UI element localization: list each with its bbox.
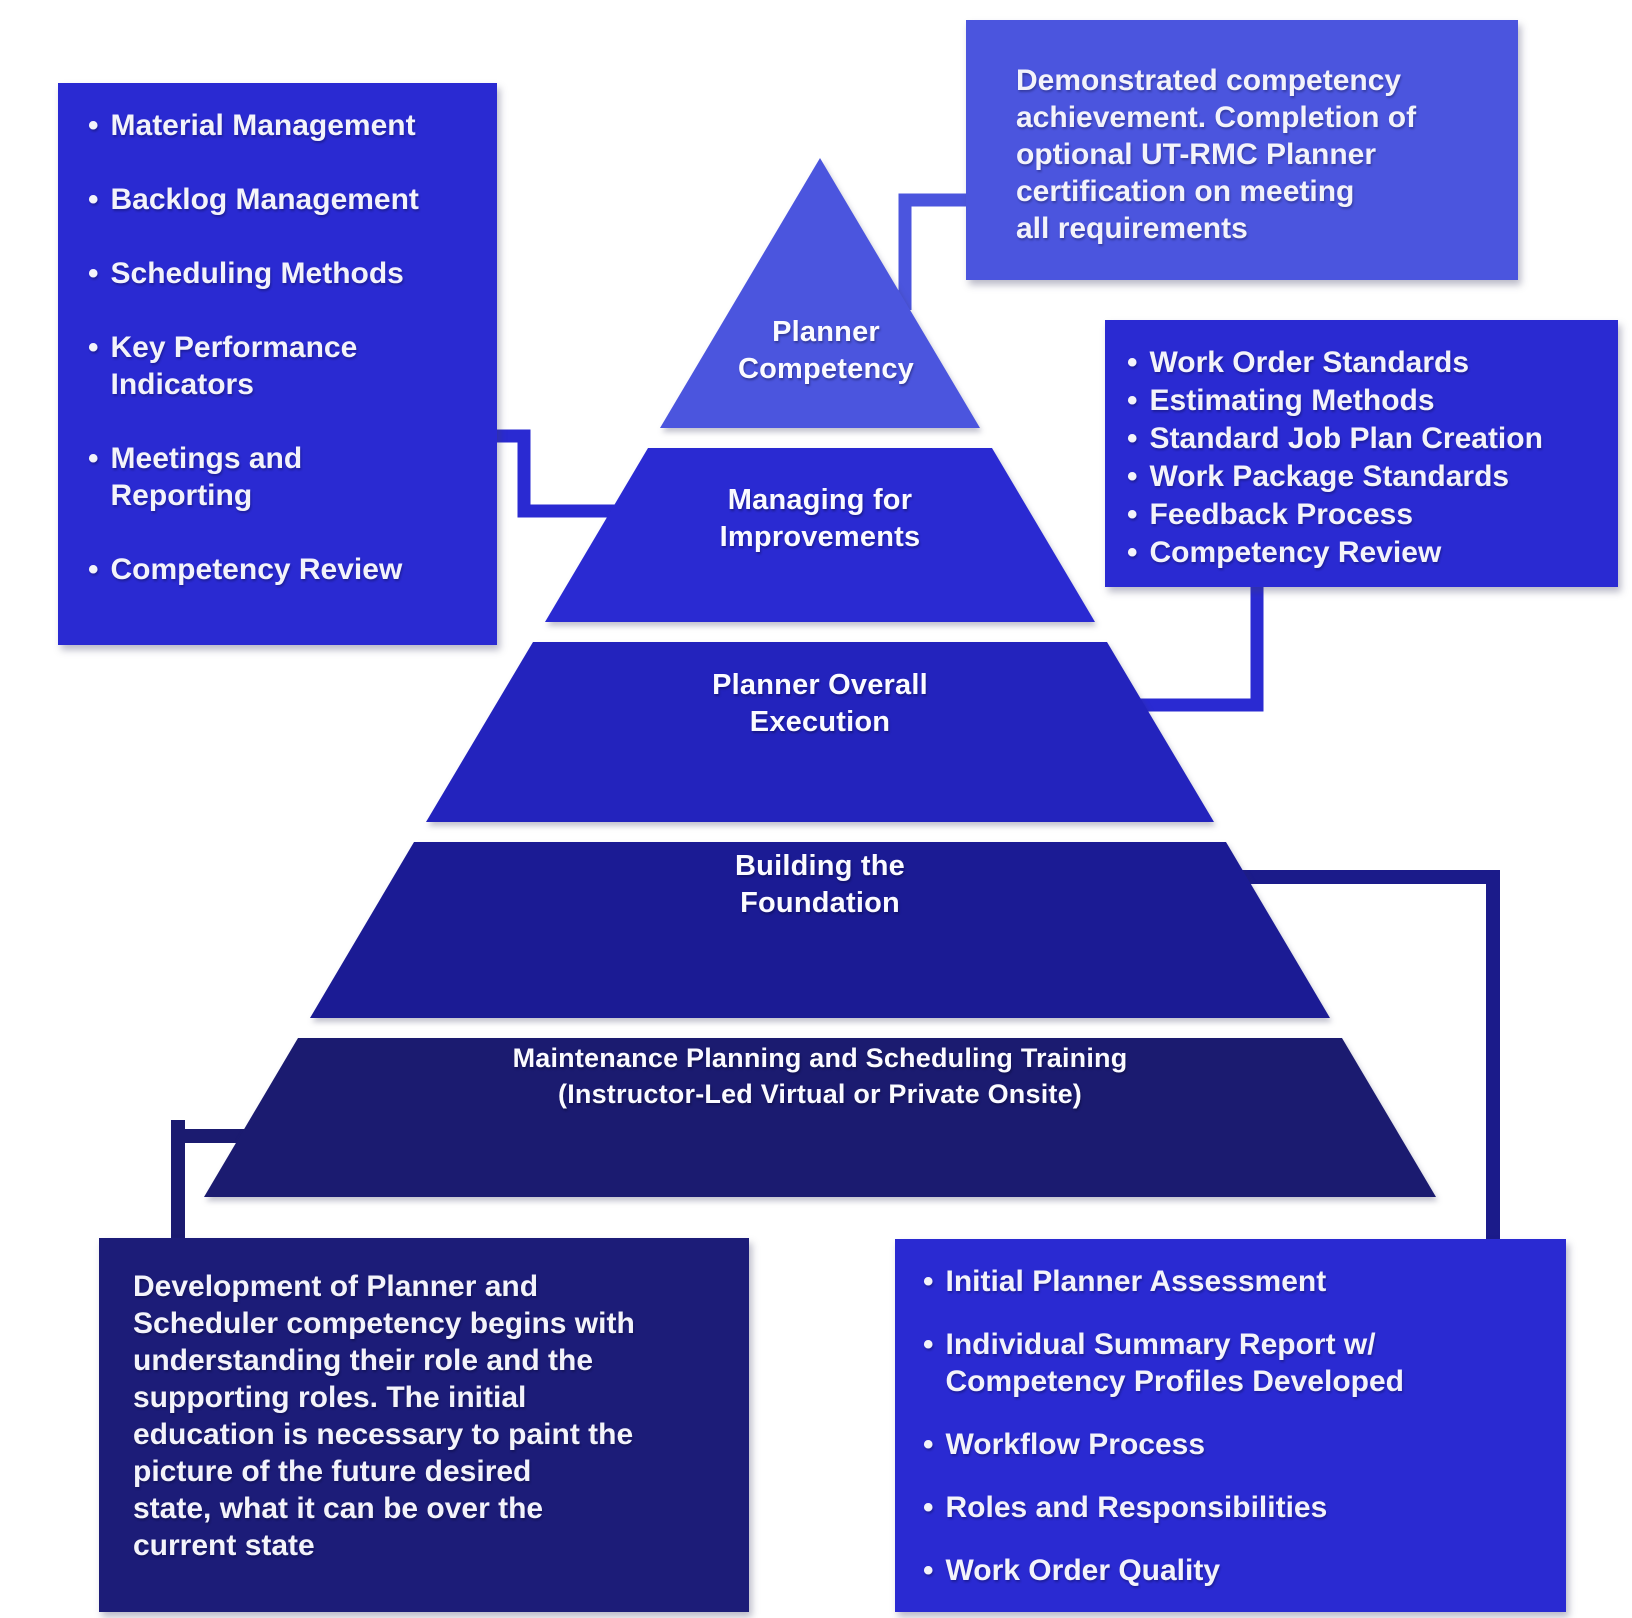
list-item-label: Standard Job Plan Creation bbox=[1149, 422, 1543, 455]
connector-top-right bbox=[898, 193, 968, 310]
list-item: • Competency Review bbox=[88, 551, 475, 588]
list-item: • Roles and Responsibilities bbox=[923, 1489, 1552, 1526]
bottom-left-description-box: Development of Planner and Scheduler com… bbox=[99, 1238, 749, 1612]
bullet-icon: • bbox=[1127, 498, 1138, 531]
list-item-label: Roles and Responsibilities bbox=[945, 1491, 1328, 1524]
list-item: • Backlog Management bbox=[88, 181, 475, 218]
list-item: • Workflow Process bbox=[923, 1426, 1552, 1463]
bottom-right-topics-box: • Initial Planner Assessment • Individual … bbox=[895, 1239, 1566, 1612]
bullet-icon: • bbox=[88, 331, 99, 364]
bullet-icon: • bbox=[923, 1328, 934, 1361]
pyramid-level-4-shape bbox=[310, 842, 1330, 1018]
bottom-right-topics-list: • Initial Planner Assessment • Individual … bbox=[923, 1263, 1552, 1589]
list-item-label: Key Performance Indicators bbox=[110, 331, 358, 401]
bullet-icon: • bbox=[1127, 422, 1138, 455]
list-item: • Scheduling Methods bbox=[88, 255, 475, 292]
list-item-label: Initial Planner Assessment bbox=[945, 1265, 1327, 1298]
bullet-icon: • bbox=[88, 257, 99, 290]
connector-right bbox=[1135, 575, 1264, 712]
right-topics-box: • Work Order Standards • Estimating Method… bbox=[1105, 320, 1618, 587]
list-item-label: Work Order Standards bbox=[1149, 346, 1470, 379]
list-item-label: Meetings and Reporting bbox=[110, 442, 303, 512]
list-item: • Meetings and Reporting bbox=[88, 440, 475, 514]
bullet-icon: • bbox=[1127, 384, 1138, 417]
top-left-topics-list: • Material Management • Backlog Management… bbox=[88, 107, 475, 588]
bullet-icon: • bbox=[88, 109, 99, 142]
bullet-icon: • bbox=[923, 1428, 934, 1461]
list-item-label: Backlog Management bbox=[110, 183, 419, 216]
bullet-icon: • bbox=[1127, 460, 1138, 493]
top-right-note-box: Demonstrated competency achievement. Com… bbox=[966, 20, 1518, 280]
pyramid-level-2-label: Managing for Improvements bbox=[719, 484, 921, 553]
bullet-icon: • bbox=[88, 442, 99, 475]
pyramid-level-5-label: Maintenance Planning and Scheduling Trai… bbox=[512, 1043, 1128, 1109]
list-item: • Key Performance Indicators bbox=[88, 329, 475, 403]
top-left-topics-box: • Material Management • Backlog Management… bbox=[58, 83, 497, 645]
list-item: • Initial Planner Assessment bbox=[923, 1263, 1552, 1300]
connector-top-left bbox=[490, 429, 640, 518]
bullet-icon: • bbox=[923, 1491, 934, 1524]
pyramid-level-1-shape bbox=[660, 158, 980, 428]
bullet-icon: • bbox=[88, 183, 99, 216]
list-item-label: Competency Review bbox=[110, 553, 403, 586]
list-item-label: Feedback Process bbox=[1149, 498, 1413, 531]
list-item: • Competency Review bbox=[1127, 534, 1610, 572]
list-item: • Feedback Process bbox=[1127, 496, 1610, 534]
pyramid-level-5-shape bbox=[204, 1038, 1436, 1197]
pyramid-level-1-label: Planner Competency bbox=[737, 316, 915, 385]
list-item: • Work Package Standards bbox=[1127, 458, 1610, 496]
list-item: • Individual Summary Report w/ Competency… bbox=[923, 1326, 1552, 1400]
list-item-label: Workflow Process bbox=[945, 1428, 1206, 1461]
bottom-left-description-text: Development of Planner and Scheduler com… bbox=[133, 1270, 635, 1562]
bullet-icon: • bbox=[88, 553, 99, 586]
list-item-label: Work Package Standards bbox=[1149, 460, 1510, 493]
bullet-icon: • bbox=[1127, 346, 1138, 379]
list-item: • Estimating Methods bbox=[1127, 382, 1610, 420]
pyramid-level-4-label: Building the Foundation bbox=[735, 850, 905, 919]
list-item-label: Competency Review bbox=[1149, 536, 1442, 569]
list-item-label: Individual Summary Report w/ Competency … bbox=[945, 1328, 1404, 1398]
pyramid-level-3-label: Planner Overall Execution bbox=[712, 669, 928, 738]
list-item-label: Work Order Quality bbox=[945, 1554, 1221, 1587]
list-item-label: Material Management bbox=[110, 109, 416, 142]
pyramid-level-3-shape bbox=[426, 642, 1214, 822]
bullet-icon: • bbox=[1127, 536, 1138, 569]
top-right-note-text: Demonstrated competency achievement. Com… bbox=[1016, 64, 1417, 245]
right-topics-list: • Work Order Standards • Estimating Method… bbox=[1127, 344, 1610, 572]
list-item-label: Scheduling Methods bbox=[110, 257, 404, 290]
pyramid-level-2-shape bbox=[545, 448, 1095, 622]
list-item: • Work Order Standards bbox=[1127, 344, 1610, 382]
bullet-icon: • bbox=[923, 1554, 934, 1587]
list-item-label: Estimating Methods bbox=[1149, 384, 1435, 417]
list-item: • Work Order Quality bbox=[923, 1552, 1552, 1589]
list-item: • Standard Job Plan Creation bbox=[1127, 420, 1610, 458]
bullet-icon: • bbox=[923, 1265, 934, 1298]
connector-bottom-right bbox=[1235, 870, 1500, 1250]
list-item: • Material Management bbox=[88, 107, 475, 144]
